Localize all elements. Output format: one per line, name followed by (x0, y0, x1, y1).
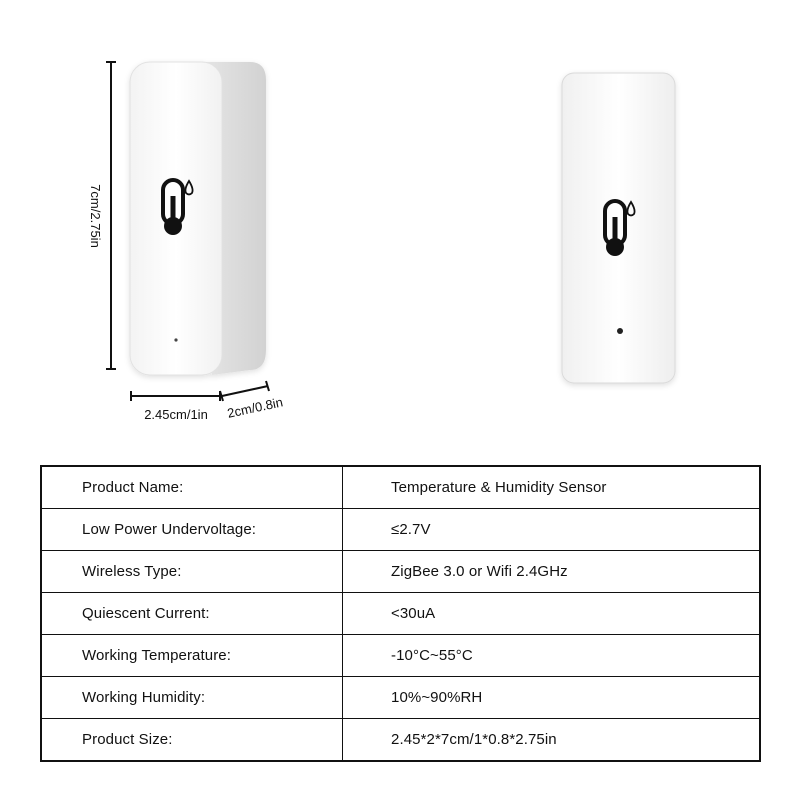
device-led-indicator (174, 338, 178, 342)
table-row: Quiescent Current: <30uA (41, 592, 760, 635)
spec-value: ≤2.7V (342, 508, 760, 551)
height-dimension-label: 7cm/2.75in (88, 184, 103, 248)
spec-value: 2.45*2*7cm/1*0.8*2.75in (391, 731, 557, 748)
spec-value: Temperature & Humidity Sensor (342, 466, 760, 509)
height-dimension-line (106, 61, 116, 370)
width-dimension-line (130, 391, 221, 401)
spec-value: -10°C~55°C (342, 634, 760, 677)
spec-label: Wireless Type: (41, 550, 343, 593)
spec-label: Quiescent Current: (41, 592, 343, 635)
spec-value: ZigBee 3.0 or Wifi 2.4GHz (342, 550, 760, 593)
table-row: Product Size: 2.45*2*7cm/1*0.8*2.75in (41, 718, 760, 761)
spec-label: Product Name: (41, 466, 343, 509)
table-row: Product Name: Temperature & Humidity Sen… (41, 466, 760, 509)
device-front-view (561, 72, 676, 384)
spec-label: Working Temperature: (41, 634, 343, 677)
thermometer-droplet-icon (603, 199, 636, 256)
spec-label: Product Size: (41, 718, 343, 761)
device-angled-view (129, 61, 266, 376)
spec-label: Low Power Undervoltage: (41, 508, 343, 551)
table-row: Low Power Undervoltage: ≤2.7V (41, 508, 760, 551)
depth-dimension-label: 2cm/0.8in (226, 394, 284, 420)
thermometer-droplet-icon (161, 178, 194, 235)
spec-table: Product Name: Temperature & Humidity Sen… (40, 465, 761, 762)
table-row: Wireless Type: ZigBee 3.0 or Wifi 2.4GHz (41, 550, 760, 593)
spec-value: <30uA (342, 592, 760, 635)
device-front-panel (561, 72, 676, 384)
depth-dimension-line (219, 380, 270, 402)
table-row: Working Temperature: -10°C~55°C (41, 634, 760, 677)
spec-label: Working Humidity: (41, 676, 343, 719)
product-illustration: 7cm/2.75in 2.45cm/1in 2cm/0.8in (88, 61, 676, 422)
table-row: Working Humidity: 10%~90%RH (41, 676, 760, 719)
device-led-indicator (617, 328, 623, 334)
width-dimension-label: 2.45cm/1in (144, 407, 208, 422)
spec-value: 10%~90%RH (342, 676, 760, 719)
